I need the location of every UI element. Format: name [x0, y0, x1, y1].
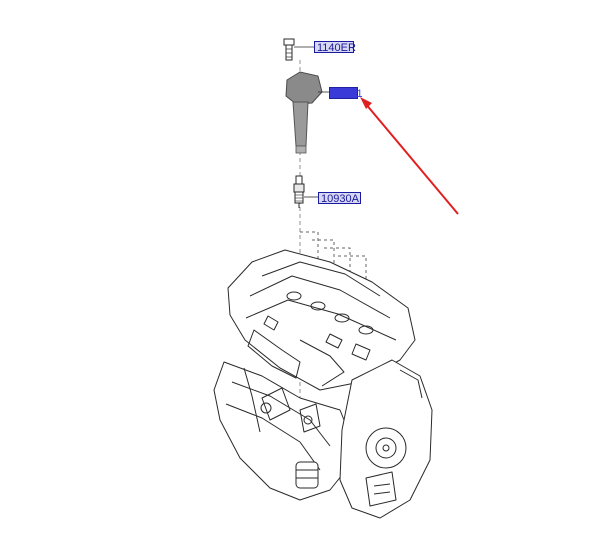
- bolt-part[interactable]: [283, 38, 295, 61]
- ignition-coil-part-label[interactable]: 27301: [329, 87, 363, 100]
- callout-arrowhead: [360, 97, 372, 109]
- spark-plug-part-label[interactable]: 10930A: [318, 192, 361, 205]
- spark-plug-part[interactable]: [293, 175, 305, 208]
- callout-arrow-line: [364, 102, 459, 215]
- ignition-coil-part[interactable]: [285, 71, 323, 154]
- engine-block-drawing: [213, 231, 433, 519]
- bolt-part-label[interactable]: 1140ER: [314, 41, 356, 54]
